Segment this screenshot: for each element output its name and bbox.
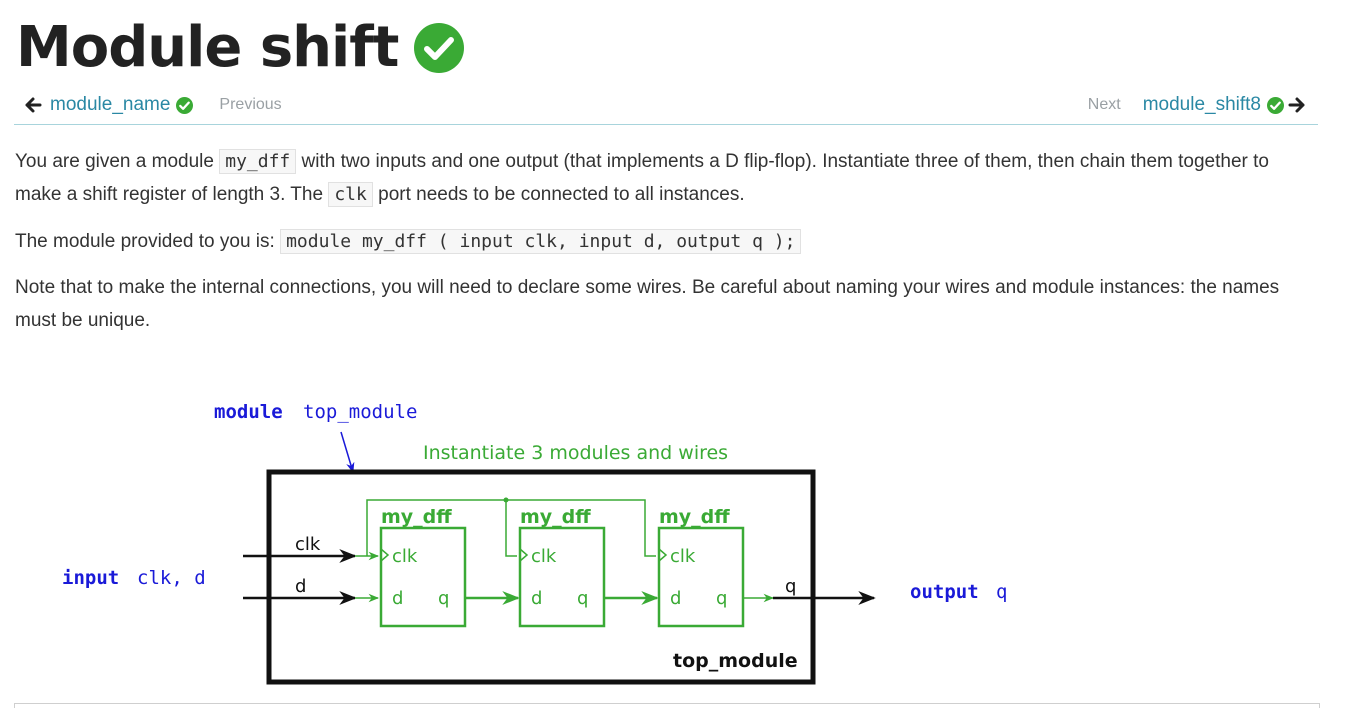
clk-wire-label: clk xyxy=(295,534,321,555)
dff-instance-1: my_dff clk d q xyxy=(379,506,467,628)
arrow-left-icon[interactable] xyxy=(24,96,42,114)
dff-instance-2: my_dff clk d q xyxy=(518,506,606,628)
dff-clk-port: clk xyxy=(392,546,418,567)
text: with two inputs and one output (that imp… xyxy=(15,151,1269,205)
input-ports-label: clk, d xyxy=(137,567,206,589)
nav-next: Next module_shift8 xyxy=(1088,94,1306,116)
clk-bus-wire xyxy=(366,499,656,557)
module-keyword: module xyxy=(214,401,283,423)
text: The module provided to you is: xyxy=(15,231,281,252)
clock-edge-icon xyxy=(380,548,390,562)
clock-edge-icon xyxy=(519,548,529,562)
page-title-text: Module shift xyxy=(16,15,399,80)
text: port needs to be connected to all instan… xyxy=(372,184,745,205)
next-problem-link[interactable]: module_shift8 xyxy=(1142,94,1261,115)
intro-paragraph: You are given a module my_dff with two i… xyxy=(15,145,1315,211)
page-navigation: module_name Previous Next module_shift8 xyxy=(14,90,1318,125)
text: You are given a module xyxy=(15,151,220,172)
dff-q-port: q xyxy=(716,588,727,609)
dff-d-port: d xyxy=(392,588,403,609)
d-wire-label: d xyxy=(295,576,306,597)
dff-d-port: d xyxy=(670,588,681,609)
module-provided-paragraph: The module provided to you is: module my… xyxy=(15,225,1315,258)
check-circle-icon xyxy=(1267,96,1284,114)
note-paragraph: Note that to make the internal connectio… xyxy=(15,277,1280,331)
page-title: Module shift xyxy=(16,14,465,82)
dff-name-label: my_dff xyxy=(659,506,730,528)
instantiate-note: Instantiate 3 modules and wires xyxy=(423,442,728,464)
dff-clk-port: clk xyxy=(531,546,557,567)
input-keyword: input xyxy=(62,567,119,589)
next-label: Next xyxy=(1087,96,1121,113)
code-clk: clk xyxy=(328,182,373,207)
output-port-label: q xyxy=(996,581,1007,603)
top-module-box-label: top_module xyxy=(673,650,798,672)
dff-q-port: q xyxy=(577,588,588,609)
module-pointer-arrow xyxy=(340,431,355,474)
code-module-declaration: module my_dff ( input clk, input d, outp… xyxy=(280,229,802,254)
previous-problem-link[interactable]: module_name xyxy=(50,94,171,115)
output-keyword: output xyxy=(910,581,979,603)
dff-q-port: q xyxy=(438,588,449,609)
dff-name-label: my_dff xyxy=(381,506,452,528)
arrow-right-icon[interactable] xyxy=(1288,96,1306,114)
clock-edge-icon xyxy=(658,548,668,562)
check-circle-icon xyxy=(414,23,465,73)
clk-junction xyxy=(503,497,509,503)
code-my-dff: my_dff xyxy=(219,149,297,174)
dff-d-port: d xyxy=(531,588,542,609)
module-name-label: top_module xyxy=(303,401,417,423)
shift-register-diagram: module top_module Instantiate 3 modules … xyxy=(62,401,1007,685)
nav-previous: module_name Previous xyxy=(24,94,282,116)
top-module-box xyxy=(266,469,816,685)
q-wire-label: q xyxy=(785,576,796,597)
check-circle-icon xyxy=(176,96,194,114)
dff-clk-port: clk xyxy=(670,546,696,567)
dff-instance-3: my_dff clk d q xyxy=(657,506,745,628)
clk-branch-wire-2 xyxy=(505,500,517,557)
previous-label: Previous xyxy=(219,96,282,113)
dff-name-label: my_dff xyxy=(520,506,591,528)
next-section-border xyxy=(14,703,1320,708)
